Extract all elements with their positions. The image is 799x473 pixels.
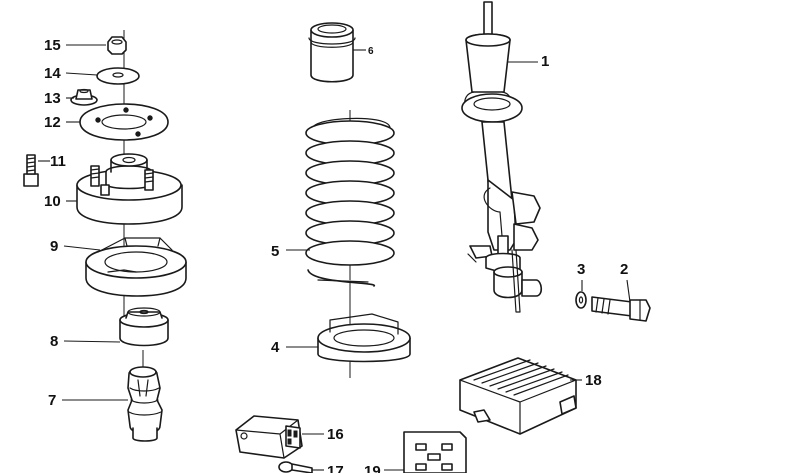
part-11-bolt	[23, 154, 39, 187]
part-16-sensor	[235, 415, 303, 459]
callout-13: 13	[44, 90, 74, 107]
callout-16: 16	[302, 426, 344, 443]
callout-14: 14	[44, 65, 98, 82]
callout-10: 10	[44, 193, 77, 210]
svg-text:8: 8	[50, 333, 58, 350]
part-6-dust-boot	[308, 22, 356, 83]
callout-3: 3	[577, 261, 585, 291]
svg-text:14: 14	[44, 65, 61, 82]
callout-6: 6	[353, 46, 374, 57]
callout-17: 17	[312, 463, 344, 473]
callout-19: 19	[364, 463, 404, 473]
svg-text:17: 17	[327, 463, 344, 473]
part-9-spring-seat	[85, 237, 187, 297]
svg-text:13: 13	[44, 90, 61, 107]
callout-15: 15	[44, 37, 106, 54]
svg-text:3: 3	[577, 261, 585, 278]
callout-11: 11	[38, 153, 66, 170]
svg-text:16: 16	[327, 426, 344, 443]
svg-text:9: 9	[50, 238, 58, 255]
callout-12: 12	[44, 114, 80, 131]
callout-5: 5	[271, 243, 310, 260]
part-17-screw	[278, 461, 313, 473]
svg-text:10: 10	[44, 193, 61, 210]
svg-text:18: 18	[585, 372, 602, 389]
part-18-control-unit	[459, 357, 577, 435]
part-19-relay	[403, 431, 467, 473]
part-13-flange-nut	[70, 88, 98, 106]
part-7-bump-stop	[127, 366, 163, 442]
callout-4: 4	[271, 339, 318, 356]
callout-18: 18	[570, 372, 602, 389]
part-3-washer	[575, 291, 587, 309]
svg-text:11: 11	[50, 153, 66, 170]
svg-text:6: 6	[368, 46, 374, 57]
svg-text:12: 12	[44, 114, 61, 131]
svg-text:19: 19	[364, 463, 381, 473]
part-14-washer	[96, 67, 140, 85]
part-2-bolt	[591, 296, 651, 322]
callout-7: 7	[48, 392, 128, 409]
part-15-nut	[107, 36, 127, 55]
svg-text:2: 2	[620, 261, 628, 278]
callout-1: 1	[508, 53, 549, 70]
callout-2: 2	[620, 261, 631, 303]
svg-text:1: 1	[541, 53, 549, 70]
callout-9: 9	[50, 238, 101, 255]
svg-text:15: 15	[44, 37, 61, 54]
part-8-bump-stop-cap	[119, 307, 169, 347]
callout-8: 8	[50, 333, 121, 350]
part-12-mounting-plate	[79, 103, 169, 141]
svg-text:7: 7	[48, 392, 56, 409]
part-5-coil-spring	[305, 117, 395, 287]
part-1-shock-absorber	[461, 1, 543, 313]
part-10-upper-strut-mount	[76, 153, 183, 225]
svg-text:4: 4	[271, 339, 280, 356]
part-4-lower-spring-seat	[317, 313, 411, 363]
svg-text:5: 5	[271, 243, 279, 260]
